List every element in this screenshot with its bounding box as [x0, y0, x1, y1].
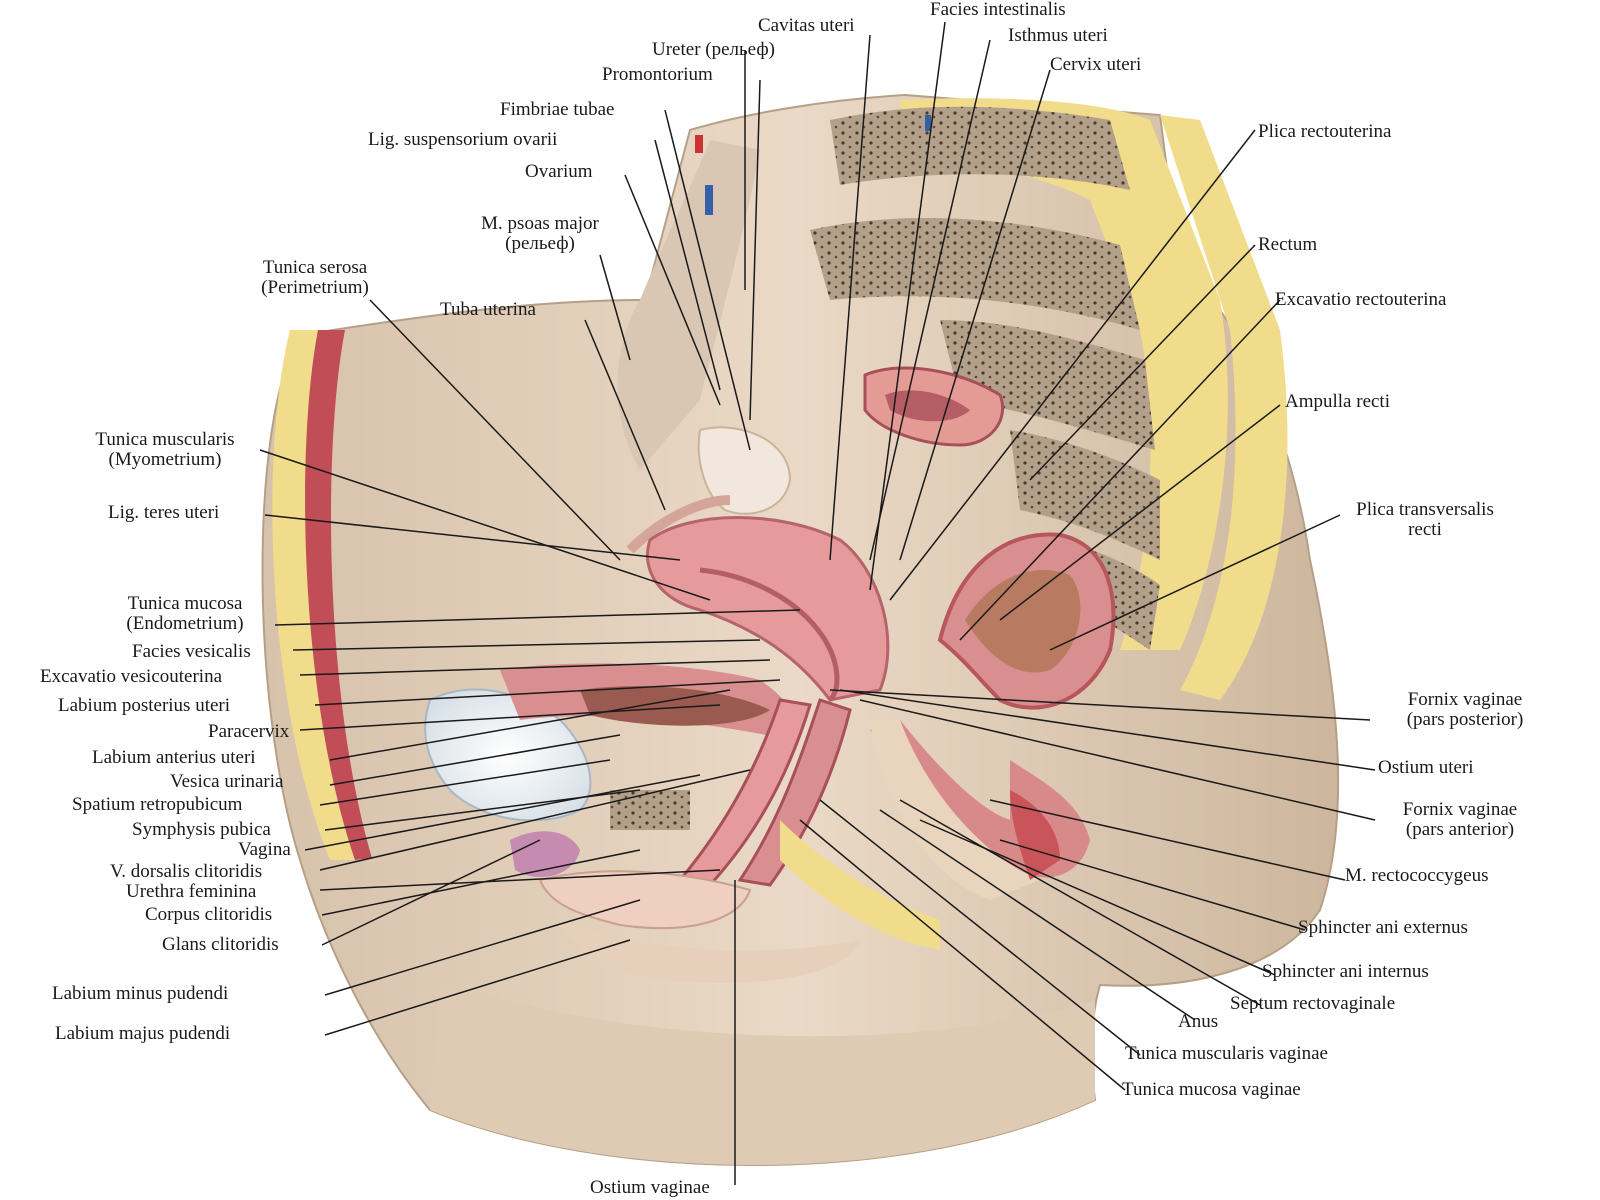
vagina-canal: [677, 698, 940, 950]
label-ostium-vaginae: Ostium vaginae: [590, 1177, 710, 1198]
label-plica-rectouterina: Plica rectouterina: [1258, 121, 1392, 142]
label-tunica-serosa-line2: (Perimetrium): [261, 277, 369, 298]
label-facies-vesicalis: Facies vesicalis: [132, 641, 251, 662]
label-m-psoas-major: M. psoas major (рельеф): [440, 214, 640, 254]
label-isthmus-uteri: Isthmus uteri: [1008, 25, 1108, 46]
label-plica-transversalis-line1: Plica transversalis: [1356, 499, 1494, 520]
label-m-rectococcygeus: M. rectococcygeus: [1345, 865, 1489, 886]
label-fimbriae-tubae: Fimbriae tubae: [500, 99, 615, 120]
label-cavitas-uteri: Cavitas uteri: [758, 15, 855, 36]
uterus: [645, 516, 890, 702]
label-fornix-vaginae-anterior: Fornix vaginae (pars anterior): [1365, 800, 1555, 840]
label-symphysis-pubica: Symphysis pubica: [132, 819, 271, 840]
label-spatium-retropubicum: Spatium retropubicum: [72, 794, 243, 815]
psoas-region: [617, 115, 931, 470]
label-lig-teres-uteri: Lig. teres uteri: [108, 502, 220, 523]
leader-lines: [259, 21, 1376, 1185]
label-paracervix: Paracervix: [208, 721, 290, 742]
label-vagina: Vagina: [238, 839, 291, 860]
label-anus: Anus: [1178, 1011, 1219, 1032]
label-fornix-vaginae-posterior: Fornix vaginae (pars posterior): [1370, 690, 1560, 730]
label-glans-clitoridis: Glans clitoridis: [162, 934, 279, 955]
label-ostium-uteri: Ostium uteri: [1378, 757, 1474, 778]
label-m-psoas-major-line1: M. psoas major: [481, 213, 599, 234]
label-facies-intestinalis: Facies intestinalis: [930, 0, 1066, 20]
label-tunica-mucosa: Tunica mucosa (Endometrium): [90, 594, 280, 634]
label-fornix-posterior-line2: (pars posterior): [1406, 709, 1524, 730]
label-sphincter-ani-externus: Sphincter ani externus: [1298, 917, 1468, 938]
intestine-loop: [863, 366, 1005, 447]
label-ovarium: Ovarium: [525, 161, 593, 182]
ovary-tube: [626, 426, 792, 554]
label-excavatio-vesicouterina: Excavatio vesicouterina: [40, 666, 223, 687]
label-tunica-mucosa-line1: Tunica mucosa: [127, 593, 243, 614]
label-cervix-uteri: Cervix uteri: [1050, 54, 1142, 75]
label-plica-transversalis-line2: recti: [1408, 519, 1442, 540]
label-tunica-serosa-line1: Tunica serosa: [262, 257, 368, 278]
label-urethra-feminina: Urethra feminina: [126, 881, 257, 902]
label-tunica-mucosa-vaginae: Tunica mucosa vaginae: [1122, 1079, 1301, 1100]
label-tunica-muscularis-vaginae: Tunica muscularis vaginae: [1125, 1043, 1328, 1064]
label-promontorium: Promontorium: [602, 64, 713, 85]
label-plica-transversalis-recti: Plica transversalis recti: [1330, 500, 1520, 540]
label-fornix-anterior-line2: (pars anterior): [1405, 819, 1515, 840]
label-vesica-urinaria: Vesica urinaria: [170, 771, 284, 792]
label-tunica-mucosa-line2: (Endometrium): [126, 613, 244, 634]
label-fornix-anterior-line1: Fornix vaginae: [1402, 799, 1518, 820]
label-sphincter-ani-internus: Sphincter ani internus: [1262, 961, 1429, 982]
label-labium-anterius-uteri: Labium anterius uteri: [92, 747, 256, 768]
label-labium-posterius-uteri: Labium posterius uteri: [58, 695, 231, 716]
label-excavatio-rectouterina: Excavatio rectouterina: [1275, 289, 1447, 310]
label-v-dorsalis-clitoridis: V. dorsalis clitoridis: [110, 861, 263, 882]
label-ureter: Ureter (рельеф): [652, 39, 775, 60]
label-lig-suspensorium-ovarii: Lig. suspensorium ovarii: [368, 129, 558, 150]
label-ampulla-recti: Ampulla recti: [1285, 391, 1390, 412]
label-rectum: Rectum: [1258, 234, 1318, 255]
label-tuba-uterina: Tuba uterina: [440, 299, 536, 320]
label-m-psoas-major-line2: (рельеф): [505, 233, 575, 254]
label-labium-minus-pudendi: Labium minus pudendi: [52, 983, 229, 1004]
label-tunica-muscularis-line2: (Myometrium): [108, 449, 222, 470]
label-fornix-posterior-line1: Fornix vaginae: [1407, 689, 1523, 710]
label-corpus-clitoridis: Corpus clitoridis: [145, 904, 273, 925]
label-labium-majus-pudendi: Labium majus pudendi: [55, 1023, 231, 1044]
label-tunica-muscularis-line1: Tunica muscularis: [95, 429, 235, 450]
label-tunica-muscularis: Tunica muscularis (Myometrium): [55, 430, 275, 470]
label-tunica-serosa: Tunica serosa (Perimetrium): [225, 258, 405, 298]
label-septum-rectovaginale: Septum rectovaginale: [1230, 993, 1396, 1014]
